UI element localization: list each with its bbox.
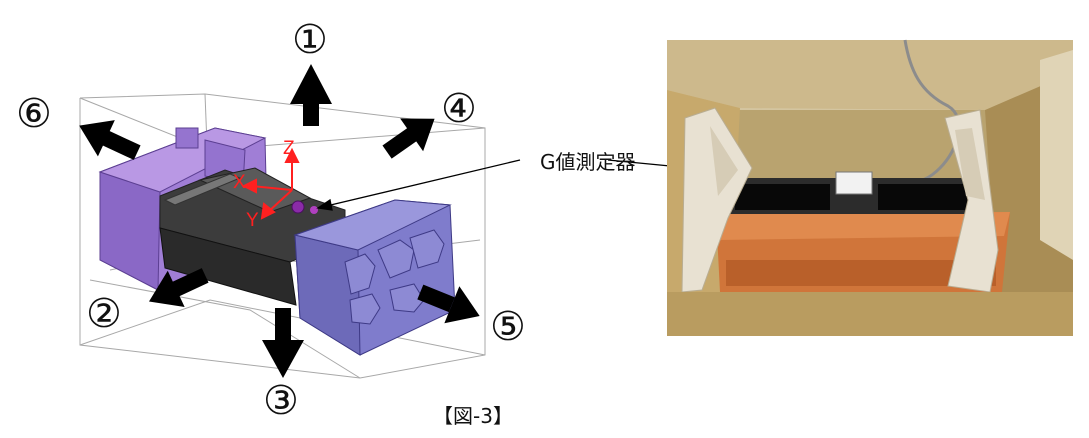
direction-label-6: ⑥ [16,91,52,137]
arrow-2-downleft [148,268,209,307]
direction-label-2: ② [86,291,122,337]
cad-diagram [79,64,486,379]
direction-arrows [79,64,480,378]
direction-label-3: ③ [263,378,299,424]
arrow-1-up [290,64,332,126]
y-axis-line [267,189,293,213]
x-axis-line [251,185,293,191]
direction-label-1: ① [292,17,328,63]
direction-label-5: ⑤ [490,304,526,350]
coordinate-axes [241,147,300,220]
z-axis-arrowhead [284,147,300,163]
arrow-4-upright [382,118,435,159]
arrow-5-downright [417,284,480,324]
gauge-label: G値測定器 [540,150,636,174]
direction-label-4: ④ [441,86,477,132]
right-foam-cap [293,199,456,356]
package-photo [667,39,1073,336]
arrow-3-down [262,308,304,378]
arrow-6-upleft [79,120,141,160]
axis-label-y: Y [246,210,259,231]
figure-caption: 【図-3】 [433,404,513,428]
axis-label-x: X [233,172,246,193]
x-axis-arrowhead [241,178,257,194]
y-axis-arrowhead [260,202,276,220]
axis-label-z: Z [283,138,295,159]
